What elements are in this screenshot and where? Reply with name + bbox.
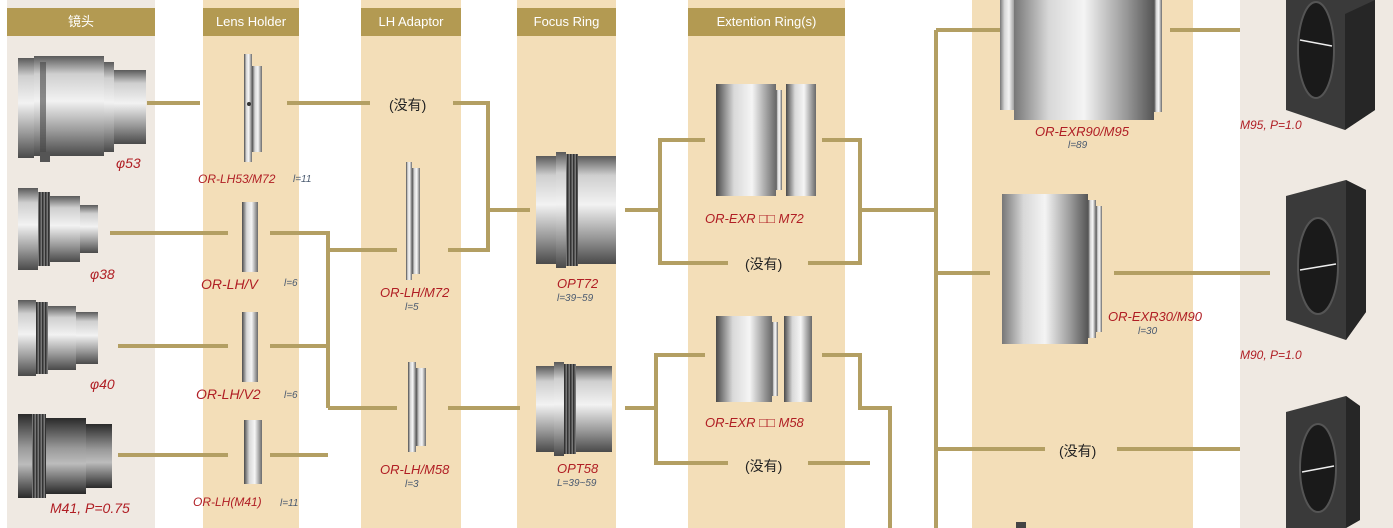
big-ring-m90-graphic	[1002, 194, 1102, 344]
big-ring-none: (没有)	[1059, 443, 1097, 459]
extension-ring-m58-graphic	[716, 316, 812, 402]
extension-ring-m72-graphic	[716, 84, 816, 196]
lens-holder-spec-lh53: l=11	[293, 174, 312, 185]
lens-holder-v-graphic	[242, 202, 258, 272]
big-ring-m95-graphic	[1000, 0, 1162, 120]
camera-third-graphic	[1286, 396, 1360, 528]
lens-label-m41: M41, P=0.75	[50, 500, 130, 516]
lens-holder-v2-graphic	[242, 312, 258, 382]
lens-label-phi38: φ38	[90, 266, 115, 282]
header-lh-adaptor: LH Adaptor	[361, 8, 461, 36]
adaptor-m72-name: OR-LH/M72	[380, 285, 450, 300]
big-ring-m95-spec: l=89	[1068, 140, 1088, 151]
connector-lines	[110, 28, 1270, 528]
adaptor-m72-graphic	[406, 162, 420, 280]
big-ring-m90-spec: l=30	[1138, 326, 1158, 337]
lens-holder-spec-v: l=6	[284, 278, 298, 289]
focus-ring-opt58-name: OPT58	[557, 461, 599, 476]
camera-m95-graphic	[1286, 0, 1375, 130]
extension-ring-m58-name: OR-EXR □□ M58	[705, 415, 804, 430]
extension-ring-m72-none: (没有)	[745, 256, 783, 272]
focus-ring-opt72-graphic	[536, 152, 616, 268]
big-ring-m95-name: OR-EXR90/M95	[1035, 124, 1129, 139]
extension-ring-m72-name: OR-EXR □□ M72	[705, 211, 804, 226]
big-ring-m90-name: OR-EXR30/M90	[1108, 309, 1202, 324]
focus-ring-opt72-name: OPT72	[557, 276, 599, 291]
camera-m90-graphic	[1286, 180, 1366, 340]
extension-ring-m58-none: (没有)	[745, 458, 783, 474]
focus-ring-opt58-spec: L=39~59	[557, 478, 597, 489]
adaptor-none-label: (没有)	[389, 97, 427, 113]
lens-holder-spec-v2: l=6	[284, 390, 298, 401]
lens-label-phi53: φ53	[116, 155, 141, 171]
header-focus-ring: Focus Ring	[517, 8, 616, 36]
adaptor-m72-spec: l=5	[405, 302, 419, 313]
adaptor-m58-name: OR-LH/M58	[380, 462, 450, 477]
lens-holder-name-m41: OR-LH(M41)	[193, 495, 262, 509]
lens-label-phi40: φ40	[90, 376, 115, 392]
camera-label-m90: M90, P=1.0	[1240, 348, 1302, 362]
lens-holder-spec-m41: l=11	[280, 498, 299, 509]
lens-phi40-graphic	[18, 300, 98, 376]
lens-holder-lh53-graphic	[244, 54, 262, 162]
lens-holder-name-v: OR-LH/V	[201, 276, 258, 292]
adaptor-m58-spec: l=3	[405, 479, 419, 490]
lens-m41-graphic	[18, 414, 112, 498]
header-lens-holder: Lens Holder	[203, 8, 299, 36]
adaptor-m58-graphic	[408, 362, 426, 452]
lens-phi53-graphic	[18, 56, 146, 162]
header-extension-ring: Extention Ring(s)	[688, 8, 845, 36]
lens-holder-m41-graphic	[244, 420, 262, 484]
lens-holder-name-lh53: OR-LH53/M72	[198, 172, 276, 186]
lens-phi38-graphic	[18, 188, 98, 270]
focus-ring-opt72-spec: l=39~59	[557, 293, 594, 304]
focus-ring-opt58-graphic	[536, 362, 612, 456]
big-ring-bottom-graphic	[1016, 522, 1026, 528]
header-lens: 镜头	[7, 8, 155, 36]
camera-label-m95: M95, P=1.0	[1240, 118, 1302, 132]
lens-holder-name-v2: OR-LH/V2	[196, 386, 261, 402]
